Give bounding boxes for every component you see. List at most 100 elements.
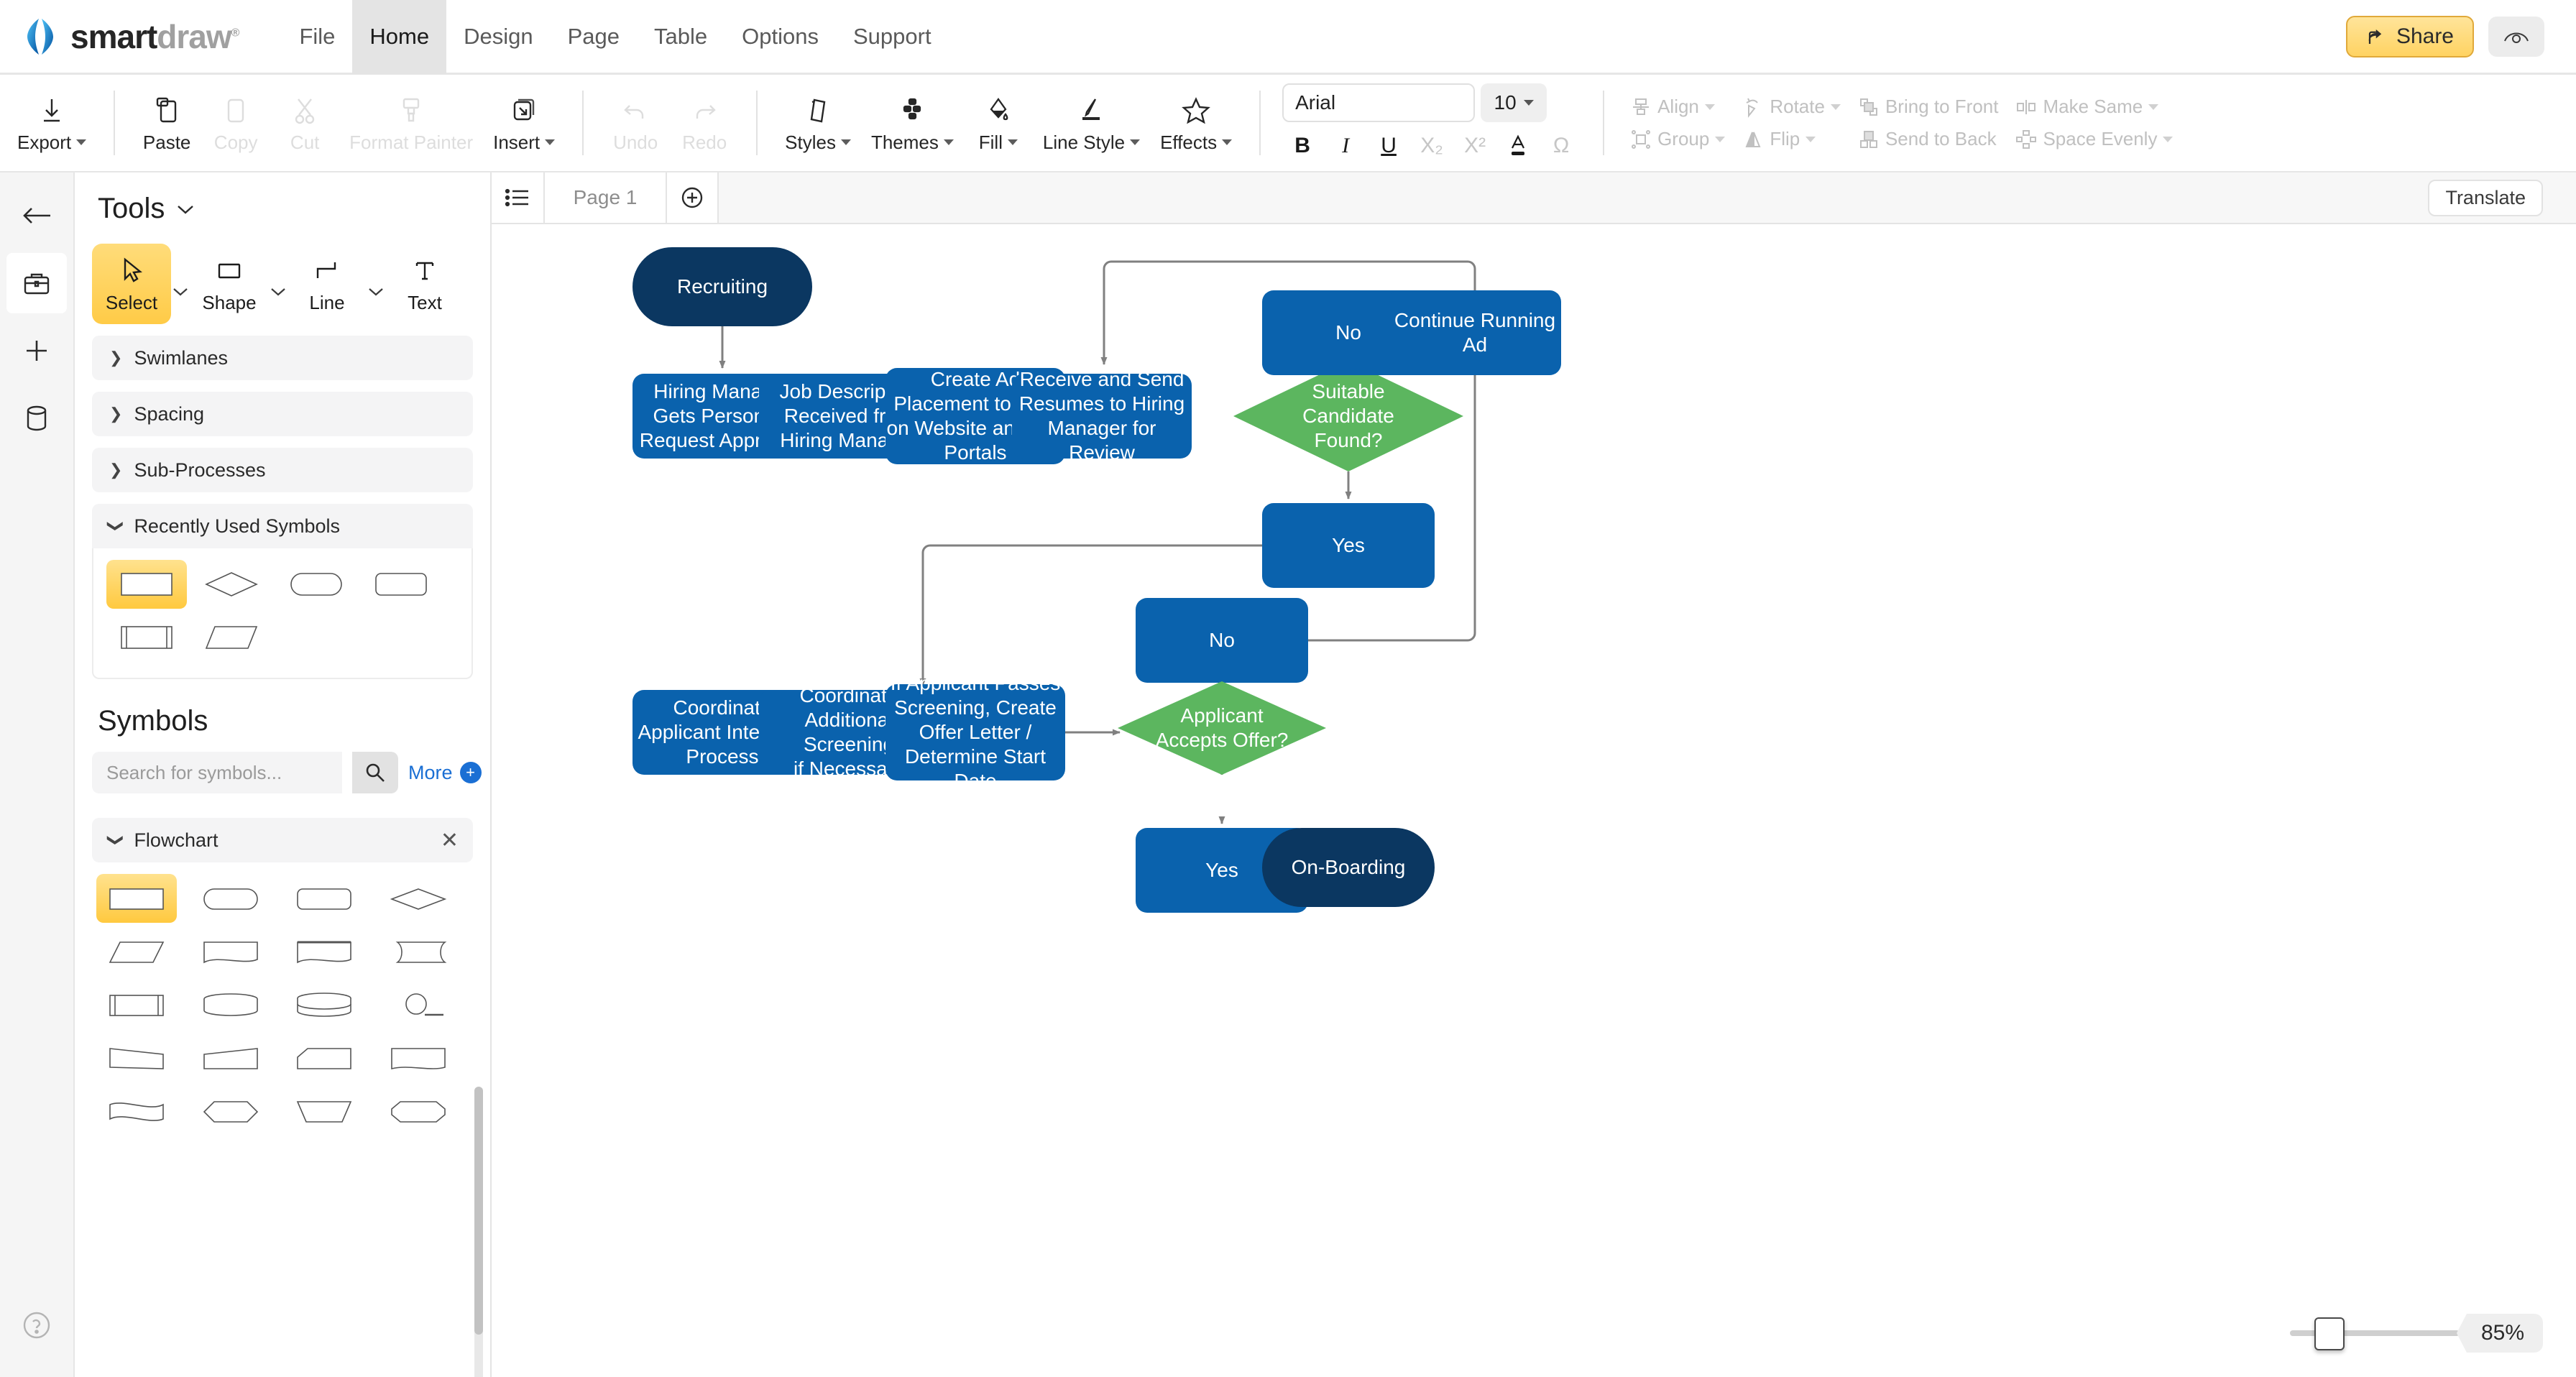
symbol-connector[interactable] [378, 980, 459, 1029]
tool-text[interactable]: Text [385, 244, 464, 324]
recent-symbol-rectangle[interactable] [106, 560, 187, 609]
symbol-direct-access-storage[interactable] [190, 980, 271, 1029]
recent-symbol-parallelogram[interactable] [191, 613, 272, 662]
symbol-button[interactable]: Ω [1552, 134, 1570, 157]
node-yes-1[interactable]: Yes [1262, 503, 1435, 588]
themes-button[interactable]: Themes [861, 94, 964, 154]
symbol-predefined-process[interactable] [96, 980, 177, 1029]
symbol-terminator[interactable] [190, 874, 271, 923]
more-symbols-button[interactable]: More + [408, 762, 482, 784]
menu-home[interactable]: Home [352, 0, 447, 74]
rail-add-button[interactable] [6, 321, 67, 381]
symbol-multi-document[interactable] [284, 927, 364, 976]
node-recruiting[interactable]: Recruiting [632, 247, 812, 326]
menu-table[interactable]: Table [654, 23, 708, 49]
tool-line[interactable]: Line [288, 244, 367, 324]
tool-select[interactable]: Select [92, 244, 171, 324]
page-tab-1[interactable]: Page 1 [545, 172, 667, 223]
accordion-recently-used-symbols[interactable]: ❯ Recently Used Symbols [92, 504, 473, 548]
line-style-button[interactable]: Line Style [1033, 94, 1150, 154]
underline-button[interactable]: U [1381, 134, 1397, 157]
search-button[interactable] [352, 752, 398, 793]
effects-button[interactable]: Effects [1150, 94, 1242, 154]
copy-button[interactable]: Copy [201, 94, 270, 154]
line-dropdown-caret[interactable] [368, 287, 384, 297]
node-onboarding[interactable]: On-Boarding [1262, 828, 1435, 907]
align-button[interactable]: Align [1630, 96, 1725, 118]
select-dropdown-caret[interactable] [172, 287, 188, 297]
send-to-back-button[interactable]: Send to Back [1858, 128, 1999, 150]
export-button[interactable]: Export [7, 94, 96, 154]
add-page-button[interactable] [667, 172, 719, 223]
styles-button[interactable]: Styles [775, 94, 861, 154]
page-list-button[interactable] [492, 172, 545, 223]
accordion-sub-processes[interactable]: ❯ Sub-Processes [92, 448, 473, 492]
group-button[interactable]: Group [1630, 128, 1726, 150]
zoom-slider-thumb[interactable] [2314, 1317, 2345, 1350]
symbol-octagon[interactable] [378, 1087, 459, 1136]
accordion-swimlanes[interactable]: ❯ Swimlanes [92, 336, 473, 380]
italic-button[interactable]: I [1342, 134, 1350, 157]
symbol-manual-operation[interactable] [284, 1087, 364, 1136]
recent-symbol-predefined-process[interactable] [106, 613, 187, 662]
symbol-stored-data[interactable] [378, 927, 459, 976]
shape-dropdown-caret[interactable] [270, 287, 286, 297]
symbol-display[interactable] [378, 1033, 459, 1082]
rail-toolbox-button[interactable] [6, 253, 67, 313]
share-button[interactable]: Share [2345, 15, 2474, 57]
paste-button[interactable]: Paste [132, 94, 201, 154]
symbol-disk-storage[interactable] [284, 980, 364, 1029]
panel-scrollbar[interactable] [474, 1087, 483, 1377]
preview-eye-button[interactable] [2488, 16, 2544, 57]
flip-button[interactable]: Flip [1742, 128, 1841, 150]
tools-panel-header[interactable]: Tools [98, 193, 490, 225]
recent-symbol-stadium[interactable] [276, 560, 356, 609]
accordion-spacing[interactable]: ❯ Spacing [92, 392, 473, 436]
symbol-data[interactable] [96, 927, 177, 976]
back-arrow-button[interactable] [6, 185, 67, 246]
symbol-rounded-rect[interactable] [284, 874, 364, 923]
zoom-slider-track[interactable] [2289, 1317, 2460, 1350]
space-evenly-button[interactable]: Space Evenly [2015, 128, 2174, 150]
rotate-button[interactable]: Rotate [1742, 96, 1841, 118]
cut-button[interactable]: Cut [270, 94, 339, 154]
menu-design[interactable]: Design [464, 23, 533, 49]
symbol-wave[interactable] [96, 1087, 177, 1136]
bring-to-front-button[interactable]: Bring to Front [1858, 96, 1998, 118]
symbol-process[interactable] [96, 874, 177, 923]
symbol-hexagon[interactable] [190, 1087, 271, 1136]
recent-symbol-rounded-rect[interactable] [361, 560, 441, 609]
help-button[interactable] [6, 1295, 67, 1355]
recent-symbol-diamond[interactable] [191, 560, 272, 609]
menu-file[interactable]: File [299, 23, 336, 49]
symbol-document[interactable] [190, 927, 271, 976]
undo-button[interactable]: Undo [601, 94, 670, 154]
symbol-decision[interactable] [378, 874, 459, 923]
font-size-select[interactable]: 10 [1481, 83, 1547, 122]
redo-button[interactable]: Redo [670, 94, 739, 154]
insert-button[interactable]: Insert [483, 94, 565, 154]
tool-shape[interactable]: Shape [190, 244, 269, 324]
symbol-trapezoid[interactable] [190, 1033, 271, 1082]
make-same-button[interactable]: Make Same [2015, 96, 2173, 118]
node-no-2[interactable]: No [1136, 598, 1308, 683]
font-color-button[interactable] [1498, 129, 1538, 162]
format-painter-button[interactable]: Format Painter [339, 94, 483, 154]
superscript-button[interactable]: X² [1464, 134, 1486, 157]
close-icon[interactable]: ✕ [440, 828, 459, 852]
font-family-input[interactable]: Arial [1282, 83, 1476, 122]
menu-support[interactable]: Support [852, 23, 932, 49]
symbol-merge[interactable] [96, 1033, 177, 1082]
bold-button[interactable]: B [1294, 134, 1310, 157]
rail-data-button[interactable] [6, 388, 67, 448]
menu-options[interactable]: Options [742, 23, 819, 49]
translate-button[interactable]: Translate [2428, 179, 2543, 216]
search-input[interactable]: Search for symbols... [92, 752, 342, 793]
fill-button[interactable]: Fill [964, 94, 1033, 154]
menu-page[interactable]: Page [567, 23, 620, 49]
subscript-button[interactable]: X₂ [1420, 134, 1443, 157]
